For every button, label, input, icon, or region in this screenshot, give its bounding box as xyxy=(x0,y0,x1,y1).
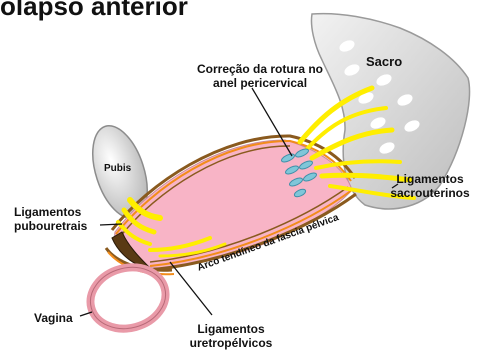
label-sacrouterine-line2: sacrouterinos xyxy=(382,186,478,200)
label-vagina: Vagina xyxy=(34,311,73,325)
label-urethropelvic-line1: Ligamentos xyxy=(176,322,286,336)
label-correction-line2: anel pericervical xyxy=(160,76,360,90)
label-pubourethral-line1: Ligamentos xyxy=(14,205,87,219)
label-correction-line1: Correção da rotura no xyxy=(160,62,360,76)
label-pubis: Pubis xyxy=(104,162,131,176)
label-urethropelvic-line2: uretropélvicos xyxy=(176,336,286,350)
label-urethropelvic: Ligamentos uretropélvicos xyxy=(176,322,286,350)
label-pubourethral-line2: pubouretrais xyxy=(14,219,87,233)
label-correction: Correção da rotura no anel pericervical xyxy=(160,62,360,90)
label-sacrouterine: Ligamentos sacrouterinos xyxy=(382,172,478,200)
label-sacrouterine-line1: Ligamentos xyxy=(382,172,478,186)
label-pubourethral: Ligamentos pubouretrais xyxy=(14,205,87,233)
label-sacrum: Sacro xyxy=(366,55,402,69)
